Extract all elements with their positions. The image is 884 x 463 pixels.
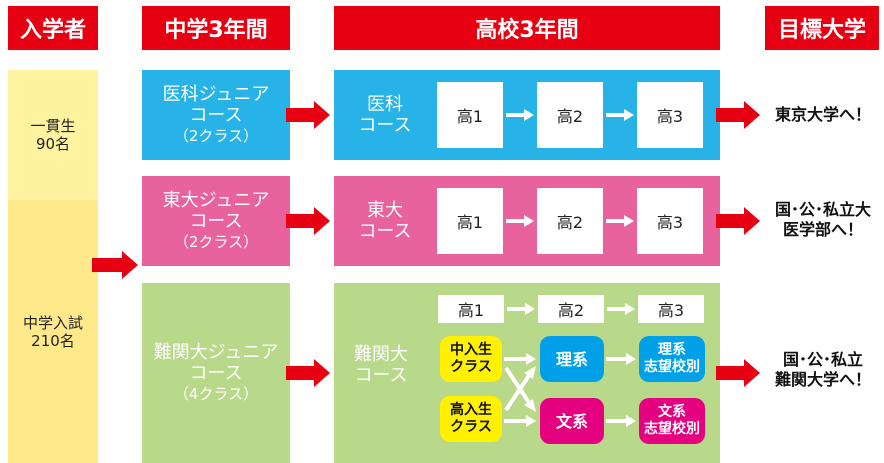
red-arrow-nankan-middle-to-high xyxy=(286,359,330,387)
high-ika-course-word: コース xyxy=(358,115,412,136)
entrant-exam-label: 中学入試 xyxy=(22,313,83,332)
ika-year-3: 高3 xyxy=(637,82,703,148)
entrant-ikkan-box: 一貫生 90名 xyxy=(8,70,98,200)
red-arrow-ika-middle-to-high xyxy=(286,101,330,129)
junior-todai-course: 東大ジュニア コース （2クラス） xyxy=(142,176,290,266)
todai-arrow-2-3 xyxy=(606,215,634,227)
kounyu-line1: 高入生 xyxy=(450,402,492,418)
rikei-shibou-line1: 理系 xyxy=(658,342,686,358)
entrant-exam-count: 210名 xyxy=(31,331,75,350)
todai-year-2: 高2 xyxy=(537,188,603,254)
goal-todai-line1: 東京大学へ！ xyxy=(774,105,871,124)
high-nankan-name: 難関大 xyxy=(354,344,408,365)
header-entrants: 入学者 xyxy=(8,6,98,50)
rikei-shibou-pill: 理系 志望校別 xyxy=(639,336,705,382)
todai-year-3: 高3 xyxy=(637,188,703,254)
red-arrow-nankan-to-goal xyxy=(716,359,760,387)
cross-arrows xyxy=(504,366,532,412)
red-arrows xyxy=(92,101,760,387)
chunyu-to-bunkei-head xyxy=(524,399,536,412)
junior-nankan-name: 難関大ジュニア xyxy=(153,341,279,363)
junior-nankan-course-word: コース xyxy=(189,362,243,384)
cross-arrow-heads xyxy=(524,366,536,412)
goal-nankan-line2: 難関大学へ！ xyxy=(774,370,871,389)
ika-year-1: 高1 xyxy=(437,82,503,148)
red-arrow-ika-to-goal xyxy=(716,101,760,129)
junior-todai-name: 東大ジュニア xyxy=(162,189,270,211)
red-arrow-entrant-to-middle xyxy=(92,251,138,279)
chunyu-class-pill: 中入生 クラス xyxy=(440,336,502,382)
kounyu-to-rikei-head xyxy=(524,366,536,379)
goal-nankan-line1: 国･公･私立 xyxy=(782,350,863,369)
header-middle-school: 中学3年間 xyxy=(142,6,290,50)
junior-ika-course-word: コース xyxy=(189,104,243,126)
bunkei-shibou-line2: 志望校別 xyxy=(644,421,700,437)
nankan-arrow-1-2 xyxy=(507,303,535,315)
kounyu-class-pill: 高入生 クラス xyxy=(440,396,502,442)
kounyu-to-rikei-line xyxy=(504,372,532,412)
entrant-ikkan-label: 一貫生 xyxy=(30,117,76,135)
bunkei-to-shibou-arrow xyxy=(606,415,636,427)
high-nankan-course-word: コース xyxy=(354,365,408,386)
goal-nankan: 国･公･私立 難関大学へ！ xyxy=(762,346,884,394)
goal-igakubu-line2: 医学部へ！ xyxy=(782,220,863,239)
ika-arrow-2-3 xyxy=(606,109,634,121)
red-arrow-todai-middle-to-high xyxy=(286,207,330,235)
entrant-exam-box: 中学入試 210名 xyxy=(8,200,98,463)
white-arrows xyxy=(504,109,636,427)
junior-todai-classes: （2クラス） xyxy=(173,232,259,251)
goal-igakubu-line1: 国･公･私立大 xyxy=(774,200,871,219)
chunyu-line2: クラス xyxy=(450,359,492,375)
nankan-year-3: 高3 xyxy=(638,295,704,323)
high-ika-name: 医科 xyxy=(367,94,403,115)
high-todai-course-label: 東大 コース xyxy=(340,176,430,266)
nankan-year-1: 高1 xyxy=(438,295,504,323)
chunyu-to-rikei-arrow xyxy=(504,353,536,365)
junior-nankan-course: 難関大ジュニア コース （4クラス） xyxy=(142,283,290,463)
bunkei-pill: 文系 xyxy=(540,398,604,444)
high-nankan-course-label: 難関大 コース xyxy=(340,330,422,400)
kounyu-line2: クラス xyxy=(450,419,492,435)
goal-igakubu: 国･公･私立大 医学部へ！ xyxy=(762,196,884,244)
high-ika-course-label: 医科 コース xyxy=(340,70,430,160)
junior-todai-course-word: コース xyxy=(189,210,243,232)
chunyu-line1: 中入生 xyxy=(450,342,492,358)
ika-arrow-1-2 xyxy=(506,109,534,121)
junior-nankan-classes: （4クラス） xyxy=(173,384,259,403)
nankan-year-2: 高2 xyxy=(538,295,604,323)
high-todai-course-word: コース xyxy=(358,221,412,242)
entrant-ikkan-count: 90名 xyxy=(35,135,71,153)
rikei-to-shibou-arrow xyxy=(606,353,636,365)
bunkei-shibou-pill: 文系 志望校別 xyxy=(639,398,705,444)
ika-year-2: 高2 xyxy=(537,82,603,148)
bunkei-shibou-line1: 文系 xyxy=(658,404,686,420)
header-high-school: 高校3年間 xyxy=(334,6,720,50)
junior-ika-classes: （2クラス） xyxy=(173,126,259,145)
junior-ika-course: 医科ジュニア コース （2クラス） xyxy=(142,70,290,160)
todai-year-1: 高1 xyxy=(437,188,503,254)
rikei-pill: 理系 xyxy=(540,336,604,382)
kounyu-to-bunkei-arrow xyxy=(504,415,536,427)
header-goal: 目標大学 xyxy=(765,6,879,50)
rikei-shibou-line2: 志望校別 xyxy=(644,359,700,375)
red-arrow-todai-to-goal xyxy=(716,207,760,235)
high-todai-name: 東大 xyxy=(367,200,403,221)
junior-ika-name: 医科ジュニア xyxy=(162,83,270,105)
todai-arrow-1-2 xyxy=(506,215,534,227)
goal-todai: 東京大学へ！ xyxy=(762,95,884,135)
chunyu-to-bunkei-line xyxy=(504,366,532,406)
nankan-arrow-2-3 xyxy=(607,303,635,315)
